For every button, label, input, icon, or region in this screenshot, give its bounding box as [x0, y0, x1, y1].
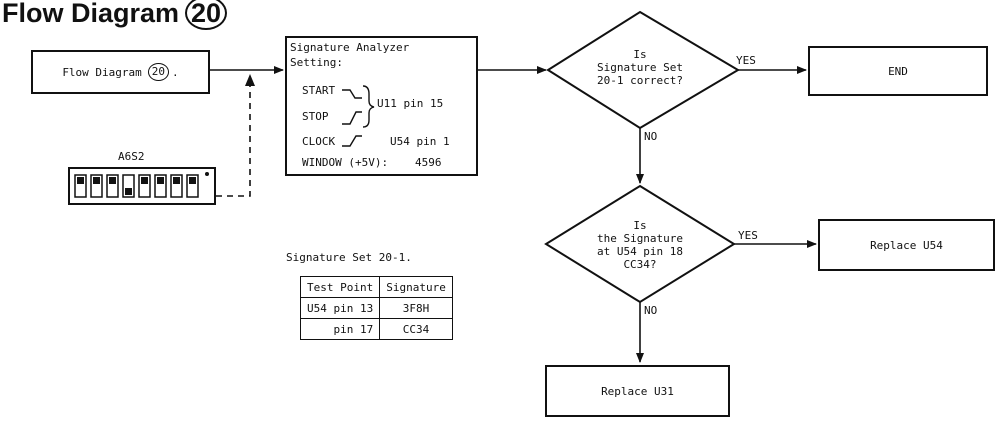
flow-ref-suffix: .	[172, 65, 179, 79]
decision2-line3: at U54 pin 18	[596, 245, 684, 258]
decision2-no-label: NO	[644, 304, 658, 317]
signature-analyzer-box: Signature Analyzer Setting: START STOP U…	[285, 36, 478, 176]
dashed-switch-connector	[216, 76, 251, 197]
page-title-number: 20	[185, 0, 228, 30]
start-label: START	[302, 84, 336, 97]
analyzer-heading-line2: Setting:	[290, 56, 343, 69]
decision2-line2: the Signature	[596, 232, 684, 245]
decision2-text: Is the Signature at U54 pin 18 CC34?	[580, 219, 700, 271]
page-title-text: Flow Diagram	[2, 0, 180, 28]
clock-waveform	[342, 135, 362, 147]
analyzer-heading-line1: Signature Analyzer	[290, 41, 410, 54]
signature-set-table: Test Point Signature U54 pin 13 3F8H pin…	[299, 276, 453, 340]
signature-set-caption: Signature Set 20-1.	[286, 251, 412, 264]
table-cell: pin 17	[299, 318, 381, 340]
decision2-line4: CC34?	[623, 258, 657, 271]
clock-pin: U54 pin 1	[390, 135, 450, 148]
switch-label: A6S2	[118, 150, 145, 163]
replace-u31-label: Replace U31	[601, 384, 674, 398]
end-label: END	[888, 64, 908, 78]
decision2-line1: Is	[633, 219, 647, 232]
window-value: 4596	[415, 156, 442, 169]
decision1-line3: 20-1 correct?	[596, 74, 684, 87]
dashed-switch-arrowhead	[245, 74, 255, 86]
decision1-yes-label: YES	[736, 54, 756, 67]
table-header-row: Test Point Signature	[299, 276, 453, 298]
decision2-yes-label: YES	[738, 229, 758, 242]
table-cell: CC34	[379, 318, 453, 340]
decision1-no-label: NO	[644, 130, 658, 143]
start-stop-brace	[362, 85, 375, 128]
flow-ref-number: 20	[147, 63, 170, 81]
dip-switch-graphic	[74, 172, 209, 198]
table-cell: U54 pin 13	[299, 297, 381, 319]
dip-switch	[68, 167, 216, 205]
table-cell: 3F8H	[379, 297, 453, 319]
clock-label: CLOCK	[302, 135, 336, 148]
flow-ref-label: Flow Diagram	[62, 65, 142, 79]
table-header-cell: Test Point	[299, 276, 381, 298]
table-header-cell: Signature	[379, 276, 453, 298]
stop-waveform	[342, 111, 362, 125]
replace-u31-box: Replace U31	[545, 365, 730, 417]
flow-diagram-ref-box: Flow Diagram 20 .	[31, 50, 210, 94]
decision1-line1: Is	[633, 48, 647, 61]
start-waveform	[342, 89, 362, 99]
window-label: WINDOW (+5V):	[302, 156, 389, 169]
replace-u54-label: Replace U54	[870, 238, 943, 252]
decision1-text: Is Signature Set 20-1 correct?	[580, 48, 700, 87]
stop-label: STOP	[302, 110, 329, 123]
decision1-line2: Signature Set	[596, 61, 684, 74]
replace-u54-box: Replace U54	[818, 219, 995, 271]
end-box: END	[808, 46, 988, 96]
table-row: pin 17 CC34	[299, 318, 453, 340]
start-stop-pin: U11 pin 15	[377, 97, 444, 110]
table-row: U54 pin 13 3F8H	[299, 297, 453, 319]
